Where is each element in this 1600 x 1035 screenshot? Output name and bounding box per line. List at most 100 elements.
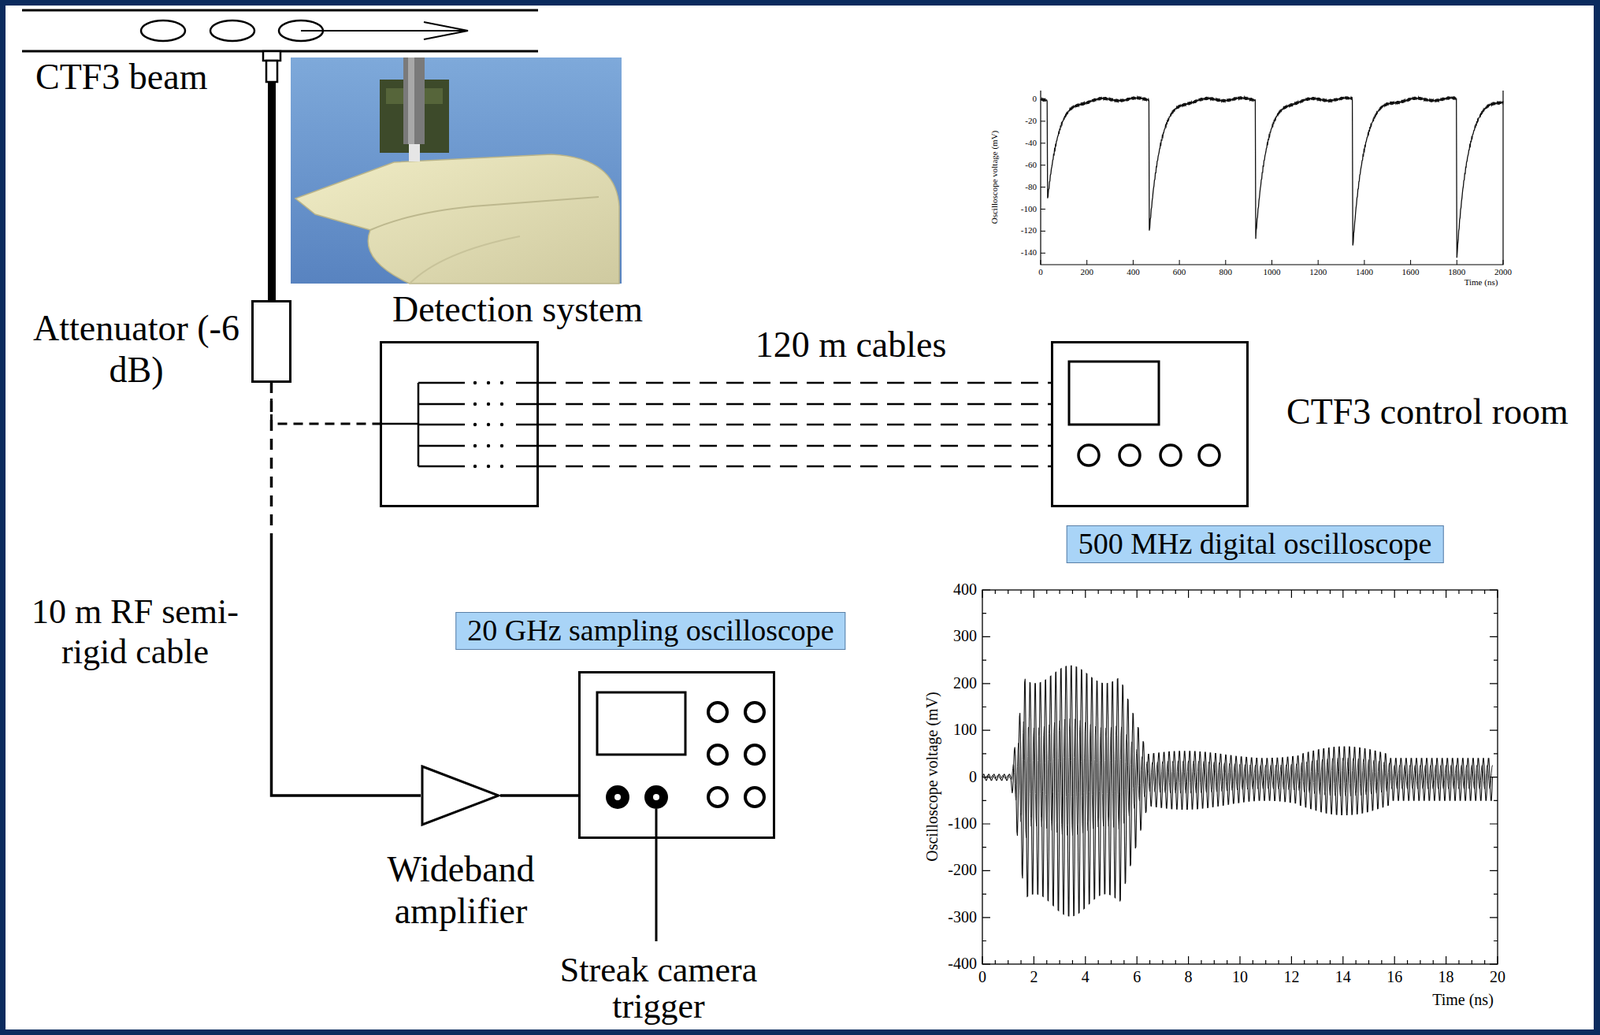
drawing-stroke bbox=[597, 692, 686, 755]
axis-label: -100 bbox=[1002, 204, 1037, 215]
axis-label: -60 bbox=[1002, 159, 1037, 171]
axis-label: 6 bbox=[1132, 968, 1141, 987]
axis-label: 10 bbox=[1232, 968, 1248, 987]
axis-label: 200 bbox=[1080, 267, 1094, 278]
drawing-stroke bbox=[295, 154, 620, 284]
axis-label: -140 bbox=[1002, 247, 1037, 258]
drawing-stroke bbox=[486, 444, 491, 448]
axis-label: -40 bbox=[1002, 137, 1037, 149]
axis-label: Time (ns) bbox=[1464, 277, 1499, 288]
detector-channels bbox=[379, 381, 539, 468]
cable-line bbox=[271, 382, 381, 424]
amplifier-symbol: Wideband amplifier bbox=[420, 764, 501, 827]
drawing-stroke bbox=[708, 702, 728, 722]
cable-line bbox=[538, 445, 1051, 448]
axis-label: 4 bbox=[1081, 968, 1090, 987]
drawing-stroke bbox=[982, 665, 1493, 917]
drawing-stroke bbox=[1199, 445, 1220, 466]
amplifier-outline bbox=[422, 766, 499, 825]
cable-label: CTF3 beam bbox=[35, 56, 208, 99]
cable bbox=[271, 382, 422, 796]
axis-label: 800 bbox=[1219, 267, 1233, 278]
instrument-tag: 500 MHz digital oscilloscope bbox=[1066, 525, 1445, 564]
signal-chart bbox=[982, 590, 1498, 965]
drawing-stroke bbox=[403, 57, 425, 145]
drawing-stroke bbox=[708, 745, 728, 765]
drawing-stroke bbox=[516, 445, 539, 448]
drawing-stroke bbox=[263, 51, 281, 61]
drawing-stroke bbox=[745, 745, 765, 765]
axis-label: 1800 bbox=[1447, 267, 1466, 278]
drawing-stroke bbox=[500, 444, 504, 448]
axis-label: 0 bbox=[978, 968, 987, 987]
device-label: Attenuator (-6 dB) bbox=[29, 308, 243, 392]
cable-line bbox=[500, 794, 579, 798]
drawing-stroke bbox=[1040, 99, 1504, 265]
axis-label: 2 bbox=[1029, 968, 1038, 987]
scope-panel bbox=[597, 692, 765, 942]
drawing-stroke bbox=[614, 794, 621, 801]
axis-label: 12 bbox=[1283, 968, 1300, 987]
drawing-stroke bbox=[473, 381, 477, 385]
drawing-stroke bbox=[418, 403, 465, 406]
drawing-stroke bbox=[266, 60, 278, 82]
axis-label: 0 bbox=[1002, 93, 1037, 104]
axis-label: 400 bbox=[1126, 267, 1140, 278]
axis-label: 200 bbox=[940, 674, 977, 693]
axis-label: Time (ns) bbox=[1432, 991, 1494, 1010]
axis-label: 20 bbox=[1489, 968, 1506, 987]
drawing-stroke bbox=[1160, 445, 1181, 466]
cable bbox=[538, 382, 1051, 467]
cable-label: 10 m RF semi-rigid cable bbox=[7, 592, 264, 672]
device-box: 20 GHz sampling oscilloscope bbox=[578, 671, 776, 839]
drawing-stroke bbox=[486, 464, 491, 468]
slide-ground bbox=[5, 5, 1594, 1030]
axis-label: Oscilloscope voltage (mV) bbox=[923, 691, 942, 862]
drawing-stroke bbox=[1078, 445, 1099, 466]
cable-line bbox=[538, 465, 1051, 468]
amplifier-triangle bbox=[420, 764, 501, 827]
axis-label: 18 bbox=[1438, 968, 1455, 987]
axis-label: -100 bbox=[940, 814, 977, 833]
axis-label: -80 bbox=[1002, 181, 1037, 193]
cable-label: 120 m cables bbox=[755, 324, 947, 367]
device-box: Attenuator (-6 dB) bbox=[251, 300, 292, 383]
drawing-stroke bbox=[982, 718, 1493, 838]
drawing-stroke bbox=[418, 423, 465, 427]
drawing-stroke bbox=[500, 381, 504, 385]
device-label: Detection system bbox=[392, 289, 643, 331]
drawing-stroke bbox=[982, 590, 1498, 965]
drawing-stroke bbox=[141, 20, 186, 41]
drawing-stroke bbox=[500, 464, 504, 468]
cable-line bbox=[538, 382, 1051, 385]
device-label: Wideband amplifier bbox=[346, 849, 576, 933]
instrument-tag: 20 GHz sampling oscilloscope bbox=[455, 612, 846, 650]
axis-label: 1200 bbox=[1309, 267, 1327, 278]
drawing-stroke bbox=[418, 381, 539, 468]
cable-line bbox=[538, 423, 1051, 427]
drawing-stroke bbox=[516, 423, 539, 427]
axis-label: -120 bbox=[1002, 225, 1037, 236]
axis-label: Oscilloscope voltage (mV) bbox=[989, 130, 1000, 225]
drawing-stroke bbox=[473, 464, 477, 468]
cable bbox=[271, 382, 381, 424]
axis-label: -20 bbox=[1002, 115, 1037, 127]
drawing-stroke bbox=[22, 9, 539, 12]
drawing-stroke bbox=[982, 590, 1498, 965]
axis-label: 600 bbox=[1173, 267, 1187, 278]
drawing-stroke bbox=[370, 196, 599, 231]
axis-label: 0 bbox=[940, 768, 977, 787]
axis-label: 1600 bbox=[1402, 267, 1420, 278]
drawing-stroke bbox=[516, 403, 539, 406]
drawing-stroke bbox=[300, 29, 467, 32]
device-label: CTF3 control room bbox=[1286, 391, 1569, 434]
axis-label: 100 bbox=[940, 720, 977, 739]
scope-panel bbox=[1069, 361, 1220, 466]
axis-label: 0 bbox=[1038, 267, 1044, 278]
drawing-stroke bbox=[379, 423, 419, 426]
drawing-stroke bbox=[500, 423, 504, 427]
axis-label: 2000 bbox=[1494, 267, 1512, 278]
